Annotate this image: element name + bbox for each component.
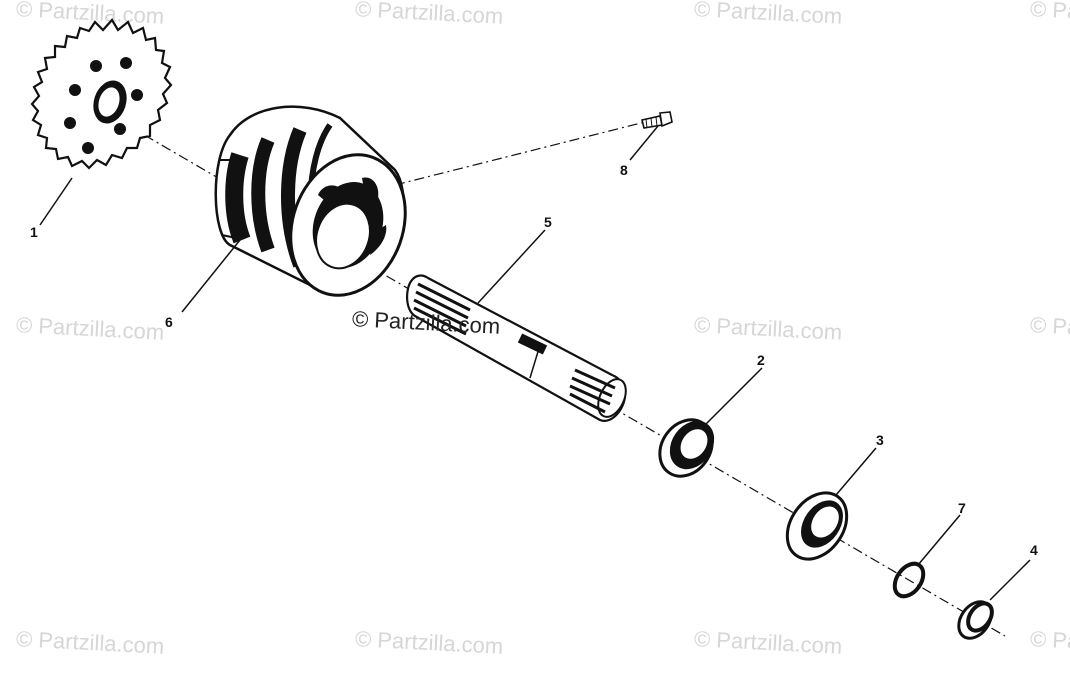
- clutch-drum: [214, 105, 407, 297]
- callout-3: 3: [876, 432, 884, 448]
- bearing: [658, 418, 715, 478]
- assembly-axis-line: [109, 114, 1006, 637]
- leader-line-6: [181, 239, 241, 313]
- callout-6: 6: [165, 314, 173, 330]
- splined-shaft: [406, 274, 627, 422]
- bolt: [641, 111, 673, 129]
- leader-line-5: [477, 229, 546, 304]
- callout-8: 8: [620, 162, 628, 178]
- sprocket: [30, 18, 173, 170]
- callout-2: 2: [757, 352, 765, 368]
- leader-line-1: [39, 177, 73, 226]
- callout-7: 7: [958, 500, 966, 516]
- callout-1: 1: [30, 224, 38, 240]
- callout-5: 5: [544, 214, 552, 230]
- oil-seal: [785, 491, 849, 561]
- callout-4: 4: [1030, 542, 1038, 558]
- retaining-ring: [892, 561, 926, 599]
- bolt-axis-line: [394, 121, 646, 186]
- leader-line-8: [629, 125, 659, 161]
- leader-line-3: [835, 447, 877, 496]
- leader-line-2: [704, 367, 763, 426]
- leader-line-7: [917, 514, 961, 566]
- collar: [957, 600, 994, 640]
- leader-line-4: [989, 559, 1031, 601]
